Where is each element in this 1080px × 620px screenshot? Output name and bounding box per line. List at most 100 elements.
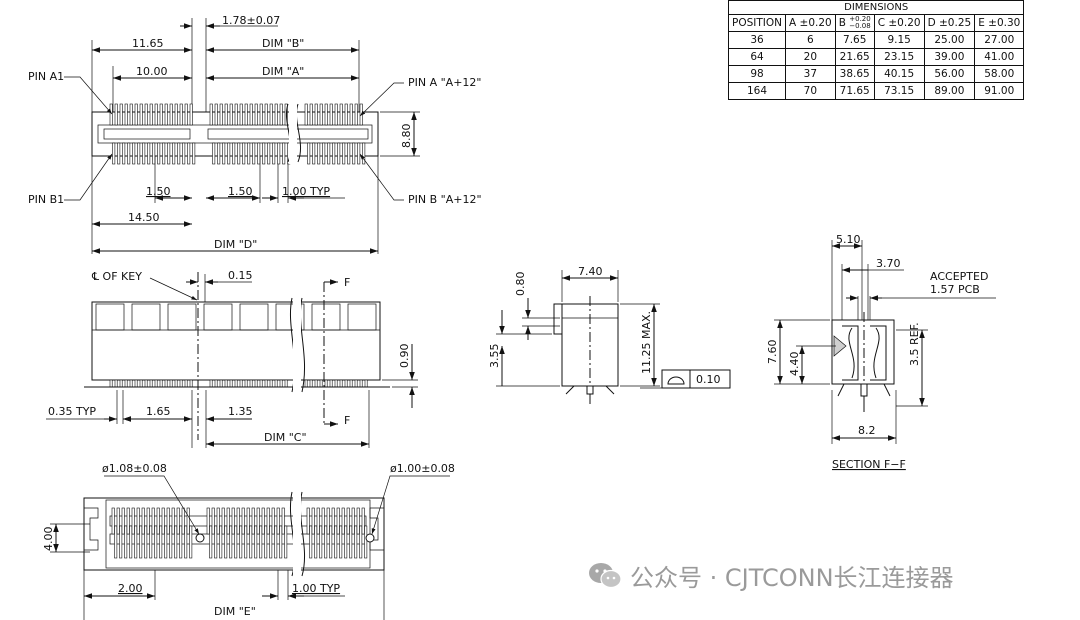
solder-tail [324,379,328,388]
pin-contact [159,103,163,126]
solder-tail [314,379,318,388]
bottom-pin [261,507,265,535]
bottom-pin [249,525,253,559]
cell-c: 73.15 [873,82,925,100]
dim-3-5-label: 3.5 REF. [908,322,921,366]
top-view-pins [109,103,366,165]
pin-contact [314,103,318,126]
dim-1-50-right-label: 1.50 [228,185,253,198]
cell-b: 38.65 [834,65,875,83]
dim-b-label: DIM "B" [262,37,304,50]
pin-contact [172,142,176,165]
solder-tail [219,379,223,388]
bottom-pin [124,525,128,559]
cell-position: 98 [728,65,786,83]
bottom-pin [114,525,118,559]
bottom-pin [176,507,180,535]
solder-tail [119,379,123,388]
bottom-pin [164,525,168,559]
col-b: B +0.20−0.08 [834,14,875,32]
section-mark-bottom: F [344,414,350,427]
watermark-text: 公众号 · CJTCONN长江连接器 [630,564,954,592]
cell-d: 25.00 [923,31,976,49]
cell-c: 40.15 [873,65,925,83]
pin-contact [262,142,266,165]
solder-tail [259,379,263,388]
bottom-pin [149,525,153,559]
pin-contact [132,142,136,165]
solder-tail [229,379,233,388]
pin-contact [152,142,156,165]
col-c: C ±0.20 [873,14,925,32]
pin-b-end-label: PIN B "A+12" [408,193,482,206]
pin-contact [229,103,233,126]
pin-contact [179,103,183,126]
bottom-pin [364,525,368,559]
bottom-pin [311,507,315,535]
bottom-pin [174,525,178,559]
solder-tail [129,379,133,388]
dim-1-35-label: 1.35 [228,405,253,418]
solder-tail [284,379,288,388]
pin-contact [217,142,221,165]
bottom-pin [241,507,245,535]
bottom-pin [251,507,255,535]
bottom-pin [211,507,215,535]
cell-d: 56.00 [923,65,976,83]
bottom-pin [314,525,318,559]
bottom-pin [279,525,283,559]
pin-contact [224,103,228,126]
pin-b1-label: PIN B1 [28,193,64,206]
pin-contact [267,142,271,165]
bottom-pin [236,507,240,535]
bottom-pin [134,525,138,559]
pin-contact [244,103,248,126]
bottom-view: ø1.08±0.08 ø1.00±0.08 4.00 2.00 1.00 TYP… [42,462,455,620]
bottom-pin [159,525,163,559]
cell-c: 9.15 [873,31,925,49]
pin-contact [112,142,116,165]
solder-tail [234,379,238,388]
pin-contact [317,142,321,165]
bottom-pin [256,507,260,535]
col-a: A ±0.20 [785,14,836,32]
solder-tail [174,379,178,388]
bottom-pin [281,507,285,535]
wechat-icon [589,562,622,588]
pin-contact [237,142,241,165]
solder-tail [149,379,153,388]
pin-contact [134,103,138,126]
solder-tail [269,379,273,388]
bottom-pin [326,507,330,535]
bottom-pin [354,525,358,559]
pin-contact [362,142,366,165]
pin-contact [162,142,166,165]
section-title: SECTION F−F [832,458,906,471]
bottom-pin [351,507,355,535]
bottom-pin [126,507,130,535]
flatness-value: 0.10 [696,373,721,386]
bottom-pin [224,525,228,559]
bottom-pin [309,525,313,559]
dim-0-90-label: 0.90 [398,344,411,369]
solder-tail [164,379,168,388]
pin-contact [189,103,193,126]
pin-contact [319,103,323,126]
bottom-pin [254,525,258,559]
top-view: 1.78±0.07 11.65 DIM "B" 10.00 DIM "A" PI… [28,14,482,254]
cell-position: 36 [728,31,786,49]
table-row: 98 37 38.65 40.15 56.00 58.00 [728,65,1025,83]
bottom-pin [239,525,243,559]
dim-0-80-label: 0.80 [514,272,527,297]
bottom-pin [336,507,340,535]
table-row: 36 6 7.65 9.15 25.00 27.00 [728,31,1025,49]
bottom-pin [274,525,278,559]
cell-d: 39.00 [923,48,976,66]
solder-tail [349,379,353,388]
pin-contact [342,142,346,165]
solder-tail [134,379,138,388]
pin-contact [174,103,178,126]
bottom-pin [244,525,248,559]
solder-tail [224,379,228,388]
dim-1-65-label: 1.65 [146,405,171,418]
